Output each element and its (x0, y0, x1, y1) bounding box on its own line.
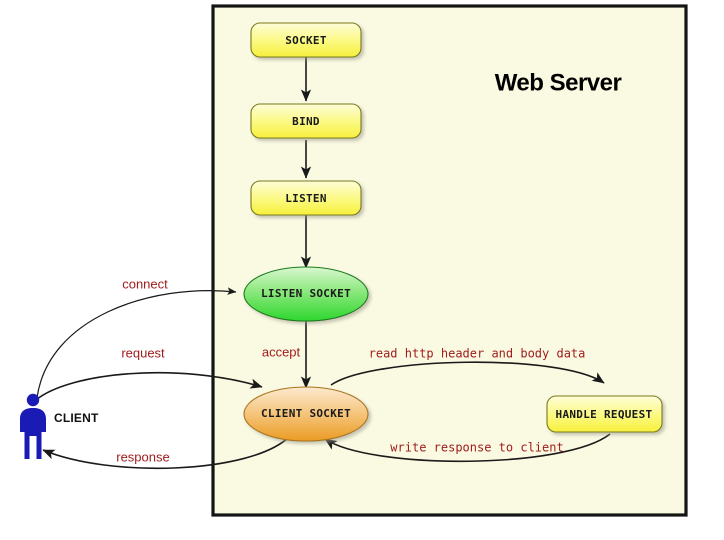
edge-label-read-http: read http header and body data (369, 347, 586, 361)
edge-response (42, 436, 290, 470)
node-listen-label: LISTEN (285, 192, 327, 205)
edge-write-response (324, 433, 611, 463)
node-client-socket[interactable]: CLIENT SOCKET (243, 386, 369, 442)
node-handle-request[interactable]: HANDLE REQUEST (546, 395, 663, 433)
client-actor[interactable]: CLIENT (20, 393, 99, 459)
edge-label-connect: connect (122, 276, 168, 291)
node-handle-request-label: HANDLE REQUEST (556, 408, 653, 421)
edge-label-accept: accept (262, 344, 301, 359)
person-icon (20, 393, 46, 459)
node-client-socket-label: CLIENT SOCKET (261, 407, 351, 420)
edge-label-write-response: write response to client (390, 441, 563, 455)
node-listen[interactable]: LISTEN (250, 180, 362, 216)
node-socket[interactable]: SOCKET (250, 22, 362, 58)
node-socket-label: SOCKET (285, 34, 327, 47)
node-bind-label: BIND (292, 115, 320, 128)
node-listen-socket[interactable]: LISTEN SOCKET (243, 266, 369, 322)
server-title: Web Server (495, 69, 622, 96)
node-bind[interactable]: BIND (250, 103, 362, 139)
edge-label-response: response (116, 449, 169, 464)
edge-connect (36, 287, 237, 399)
client-actor-label: CLIENT (54, 411, 99, 425)
edge-read-http (330, 361, 605, 386)
edge-request (35, 371, 263, 401)
node-listen-socket-label: LISTEN SOCKET (261, 287, 351, 300)
edge-label-request: request (121, 345, 165, 360)
